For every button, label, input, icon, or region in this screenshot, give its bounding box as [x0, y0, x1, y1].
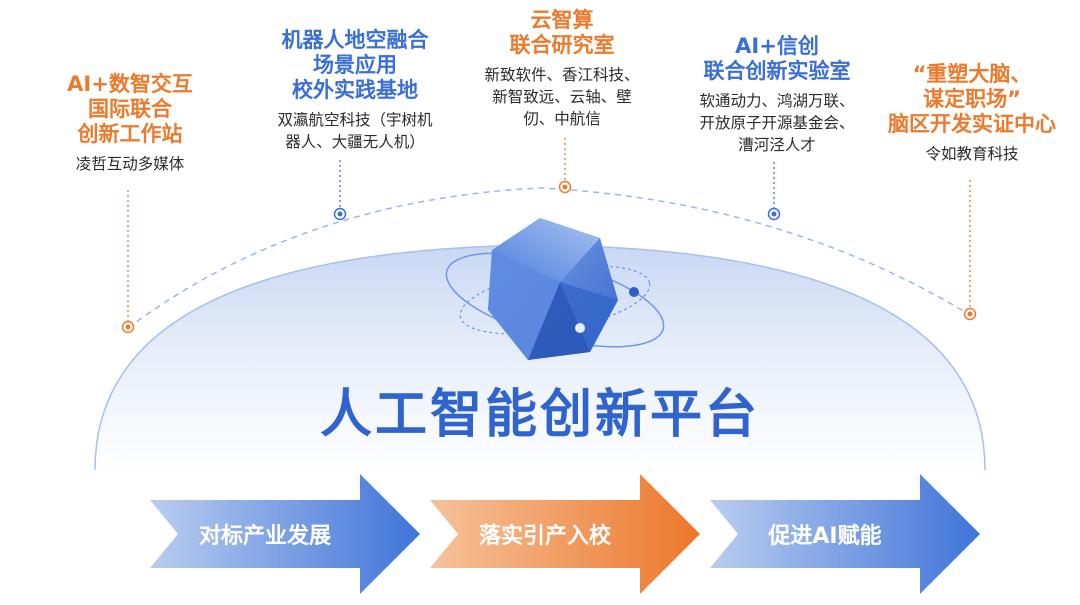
arrow-label: 对标产业发展 [198, 524, 331, 549]
connector-lines [127, 138, 971, 322]
node-partners: 新致软件、香江科技、 新智致远、云轴、壁 仞、中航信 [484, 66, 640, 128]
outer-dashed-arc [127, 187, 971, 329]
arrow-industry: 对标产业发展 [150, 474, 420, 594]
crystal-icon [445, 218, 665, 360]
node-partners: 令如教育科技 [925, 145, 1019, 163]
arrow-shape-3 [710, 474, 980, 594]
arrow-label: 落实引产入校 [478, 524, 611, 549]
node-xinchuang-lab: AI+信创 联合创新实验室 软通动力、鸿湖万联、 开放原子开源基金会、 漕河泾人… [672, 34, 882, 156]
node-title: “重塑大脑、 谋定职场” 脑区开发实证中心 [888, 62, 1056, 136]
node-partners: 软通动力、鸿湖万联、 开放原子开源基金会、 漕河泾人才 [699, 92, 855, 154]
node-robot-practice-base: 机器人地空融合 场景应用 校外实践基地 双瀛航空科技（宇树机 器人、大疆无人机） [255, 28, 455, 153]
platform-title: 人工智能创新平台 [319, 385, 760, 445]
node-brain-center: “重塑大脑、 谋定职场” 脑区开发实证中心 令如教育科技 [872, 62, 1072, 165]
arrow-shape-1 [150, 474, 420, 594]
arrow-label: 促进AI赋能 [768, 524, 882, 549]
node-intl-workstation: AI+数智交互 国际联合 创新工作站 凌哲互动多媒体 [40, 72, 220, 175]
arrow-shape-2 [430, 474, 700, 594]
arrow-ai-empower: 促进AI赋能 [710, 474, 980, 594]
node-title: AI+数智交互 国际联合 创新工作站 [67, 72, 193, 146]
node-partners: 凌哲互动多媒体 [75, 155, 185, 173]
node-title: 机器人地空融合 场景应用 校外实践基地 [281, 28, 429, 102]
node-title: AI+信创 联合创新实验室 [703, 34, 851, 83]
node-cloud-lab: 云智算 联合研究室 新致软件、香江科技、 新智致远、云轴、壁 仞、中航信 [462, 8, 662, 130]
connector-dots [121, 180, 977, 334]
arrow-campus: 落实引产入校 [430, 474, 700, 594]
node-partners: 双瀛航空科技（宇树机 器人、大疆无人机） [277, 111, 433, 151]
node-title: 云智算 联合研究室 [509, 8, 615, 57]
